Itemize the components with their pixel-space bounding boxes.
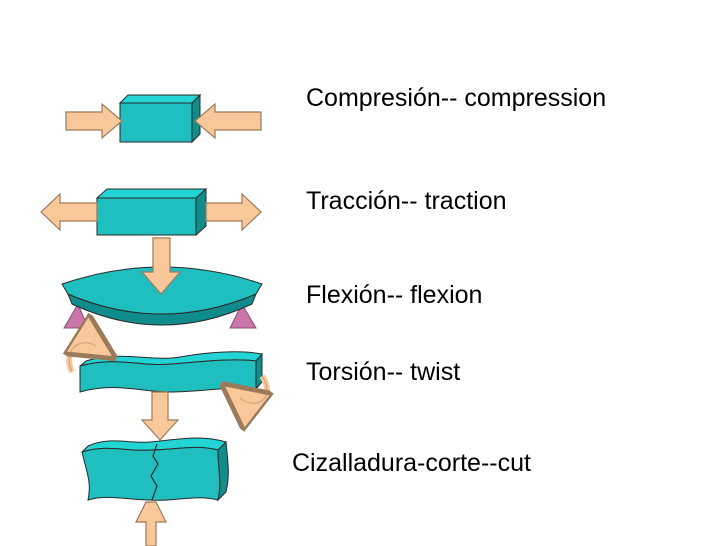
label-traction: Tracción-- traction (306, 187, 507, 215)
compression-arrow-left (65, 102, 123, 140)
label-compression: Compresión-- compression (306, 84, 607, 112)
flexion-load-arrow (140, 237, 182, 295)
flexion-diagram (61, 237, 263, 329)
compression-arrow-right (194, 102, 262, 140)
torsion-bar-side (255, 352, 263, 391)
label-flexion: Flexión-- flexion (306, 281, 483, 309)
flexion-support-right (229, 302, 257, 329)
traction-arrow-right (205, 192, 262, 232)
compression-block (119, 102, 193, 143)
shear-block-side (217, 440, 229, 502)
traction-block (96, 197, 197, 236)
torsion-arrow-left-outline (68, 342, 97, 373)
shear-diagram (81, 391, 229, 546)
label-shear: Cizalladura-corte--cut (292, 449, 531, 477)
label-torsion: Torsión-- twist (306, 358, 461, 386)
shear-crack (150, 443, 159, 501)
torsion-arrow-right-outline (239, 375, 268, 404)
traction-arrow-left (40, 192, 98, 232)
compression-block-top (118, 94, 202, 104)
torsion-bar (79, 359, 257, 393)
shear-block (81, 446, 221, 501)
compression-diagram (65, 93, 262, 144)
shear-top-arrow (140, 391, 180, 441)
torsion-diagram (69, 343, 267, 404)
shear-bottom-arrow (135, 501, 167, 546)
traction-block-top (95, 188, 208, 199)
traction-diagram (40, 187, 262, 237)
